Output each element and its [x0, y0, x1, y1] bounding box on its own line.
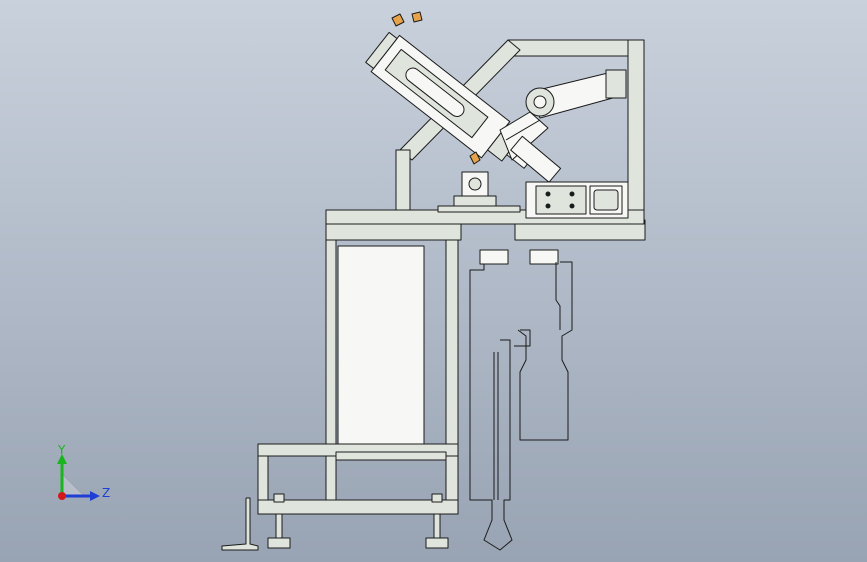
tilt-cylinder: [365, 31, 531, 169]
mount-block: [437, 171, 521, 213]
hanging-part-left: [469, 249, 513, 551]
leveling-feet: [267, 493, 449, 549]
cabinet-panel: [337, 245, 425, 445]
base-frame: [257, 239, 459, 515]
hanging-part-right: [514, 249, 573, 441]
y-axis-label: Y: [58, 443, 66, 457]
small-cylinder: [510, 135, 562, 183]
z-axis-label: Z: [102, 486, 111, 500]
axis-triad: [57, 454, 100, 501]
floor-bracket: [221, 497, 259, 551]
x-axis-dot: [58, 492, 66, 500]
orange-handles: [391, 11, 481, 165]
triad-base-quadrant: [61, 473, 85, 497]
control-box: [525, 181, 629, 219]
swing-arm: [525, 69, 627, 119]
